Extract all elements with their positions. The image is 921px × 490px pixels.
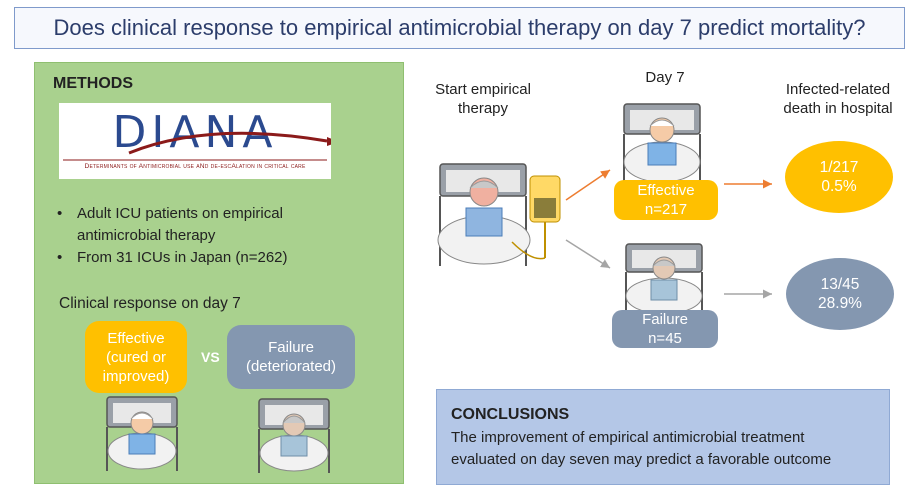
start-label: Start empirical therapy <box>435 81 531 117</box>
response-heading: Clinical response on day 7 <box>59 295 241 312</box>
methods-heading: METHODS <box>53 75 133 92</box>
conclusions-text: The improvement of empirical antimicrobi… <box>451 429 832 468</box>
outcome-label: Infected-related death in hospital <box>783 81 893 117</box>
bullet-text: Adult ICU patients on empirical antimicr… <box>77 205 283 244</box>
effective-pct: 0.5% <box>821 178 857 195</box>
failure-deaths: 13/45 <box>820 276 860 293</box>
patient-deteriorated-icon <box>258 398 330 473</box>
bullet-item: • Adult ICU patients on empirical antimi… <box>57 203 347 247</box>
day7-label: Day 7 <box>645 69 685 86</box>
failure-group-box: Failure n=45 <box>612 310 718 348</box>
bullet-dot-icon: • <box>57 249 63 266</box>
effective-group-box: Effective n=217 <box>614 180 718 220</box>
patient-start-icon <box>437 163 561 266</box>
patient-improved-icon <box>106 396 178 471</box>
failure-outcome-oval: 13/45 28.9% <box>786 258 894 330</box>
vs-label: VS <box>201 349 220 365</box>
bullet-dot-icon: • <box>57 205 63 222</box>
effective-outcome-oval: 1/217 0.5% <box>785 141 893 213</box>
effective-group-label: Effective <box>637 182 695 199</box>
methods-bullets: • Adult ICU patients on empirical antimi… <box>57 203 347 269</box>
bullet-item: • From 31 ICUs in Japan (n=262) <box>57 247 347 269</box>
patient-day7-failure-icon <box>625 243 703 315</box>
failure-pill: Failure (deteriorated) <box>227 325 355 389</box>
page-title: Does clinical response to empirical anti… <box>53 15 866 40</box>
conclusions-heading: CONCLUSIONS <box>451 406 570 423</box>
logo-arrow-icon <box>63 131 331 161</box>
arrow-start-to-failure <box>565 239 611 269</box>
methods-panel: METHODS DIANA Determinants of Antimicrob… <box>34 62 404 484</box>
effective-pill-label: Effective (cured or improved) <box>102 329 170 385</box>
failure-group-label: Failure <box>642 311 688 328</box>
bullet-text: From 31 ICUs in Japan (n=262) <box>77 249 288 266</box>
arrow-start-to-effective <box>565 169 611 201</box>
failure-pct: 28.9% <box>818 295 862 312</box>
conclusions-panel: CONCLUSIONS The improvement of empirical… <box>436 389 890 485</box>
title-box: Does clinical response to empirical anti… <box>14 7 905 49</box>
patient-day7-effective-icon <box>623 103 701 184</box>
failure-group-n: n=45 <box>648 330 682 347</box>
effective-deaths: 1/217 <box>819 159 859 176</box>
diana-logo: DIANA Determinants of Antimicrobial use … <box>59 103 331 179</box>
effective-group-n: n=217 <box>644 201 688 218</box>
failure-pill-label: Failure (deteriorated) <box>245 339 337 375</box>
effective-pill: Effective (cured or improved) <box>85 321 187 393</box>
diana-logo-subtitle: Determinants of Antimicrobial use aNd de… <box>84 163 306 170</box>
